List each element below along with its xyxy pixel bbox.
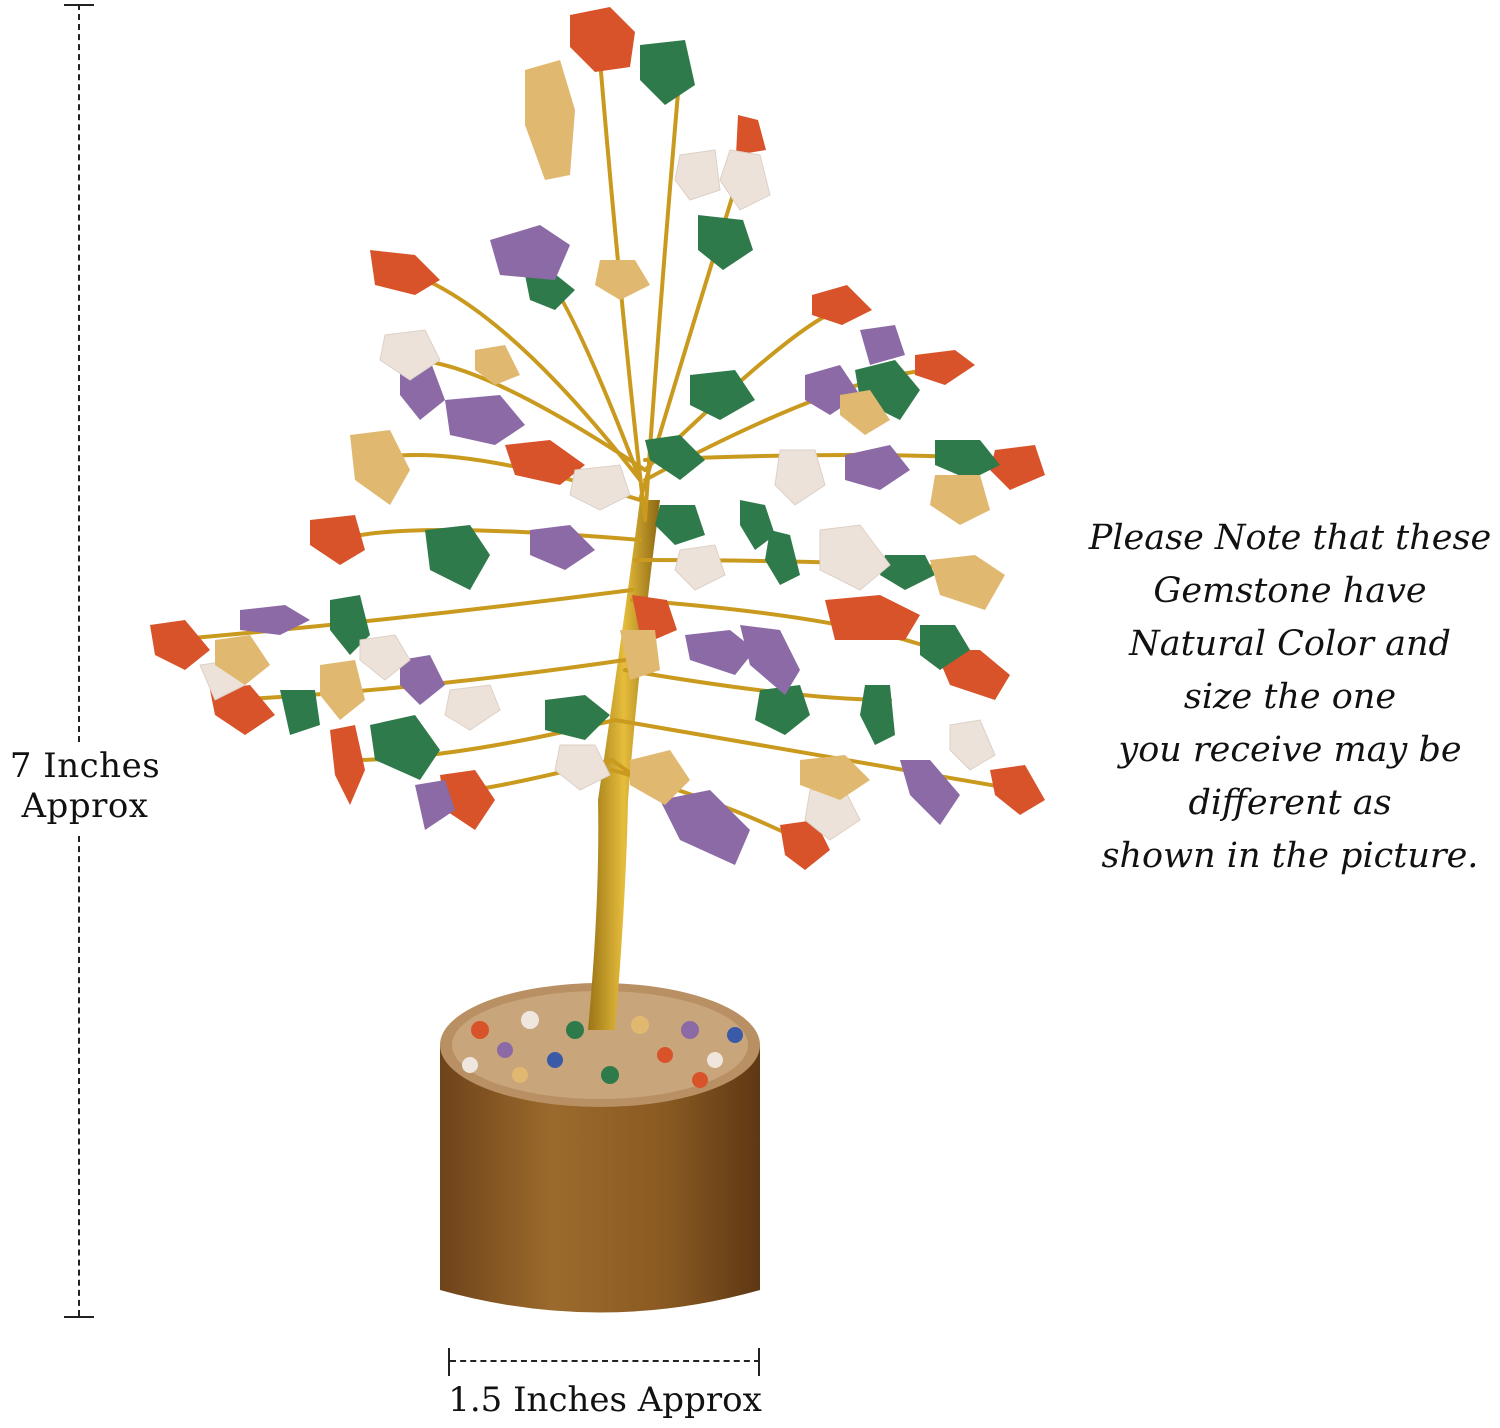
width-dimension-cap-left (448, 1348, 450, 1376)
color-disclaimer-note: Please Note that these Gemstone have Nat… (1070, 512, 1500, 883)
note-line: different as (1188, 783, 1392, 823)
height-label-line2: Approx (21, 786, 149, 826)
note-line: Please Note that these (1088, 518, 1492, 558)
note-line: Natural Color and (1129, 624, 1451, 664)
note-line: size the one (1183, 677, 1397, 717)
height-dimension-dash-top (78, 4, 80, 742)
height-label-line1: 7 Inches (9, 746, 161, 786)
height-dimension-cap-bottom (64, 1316, 94, 1318)
width-dimension-cap-right (758, 1348, 760, 1376)
note-line: Gemstone have (1153, 571, 1427, 611)
width-label: 1.5 Inches Approx (448, 1380, 762, 1420)
height-dimension-dash-bottom (78, 836, 80, 1316)
width-dimension-line (448, 1348, 760, 1376)
gemstone-tree-illustration (150, 7, 1045, 1313)
gemstones (150, 7, 1045, 870)
height-label: 7 Inches Approx (0, 746, 170, 826)
note-line: shown in the picture. (1101, 836, 1479, 876)
note-line: you receive may be (1118, 730, 1462, 770)
